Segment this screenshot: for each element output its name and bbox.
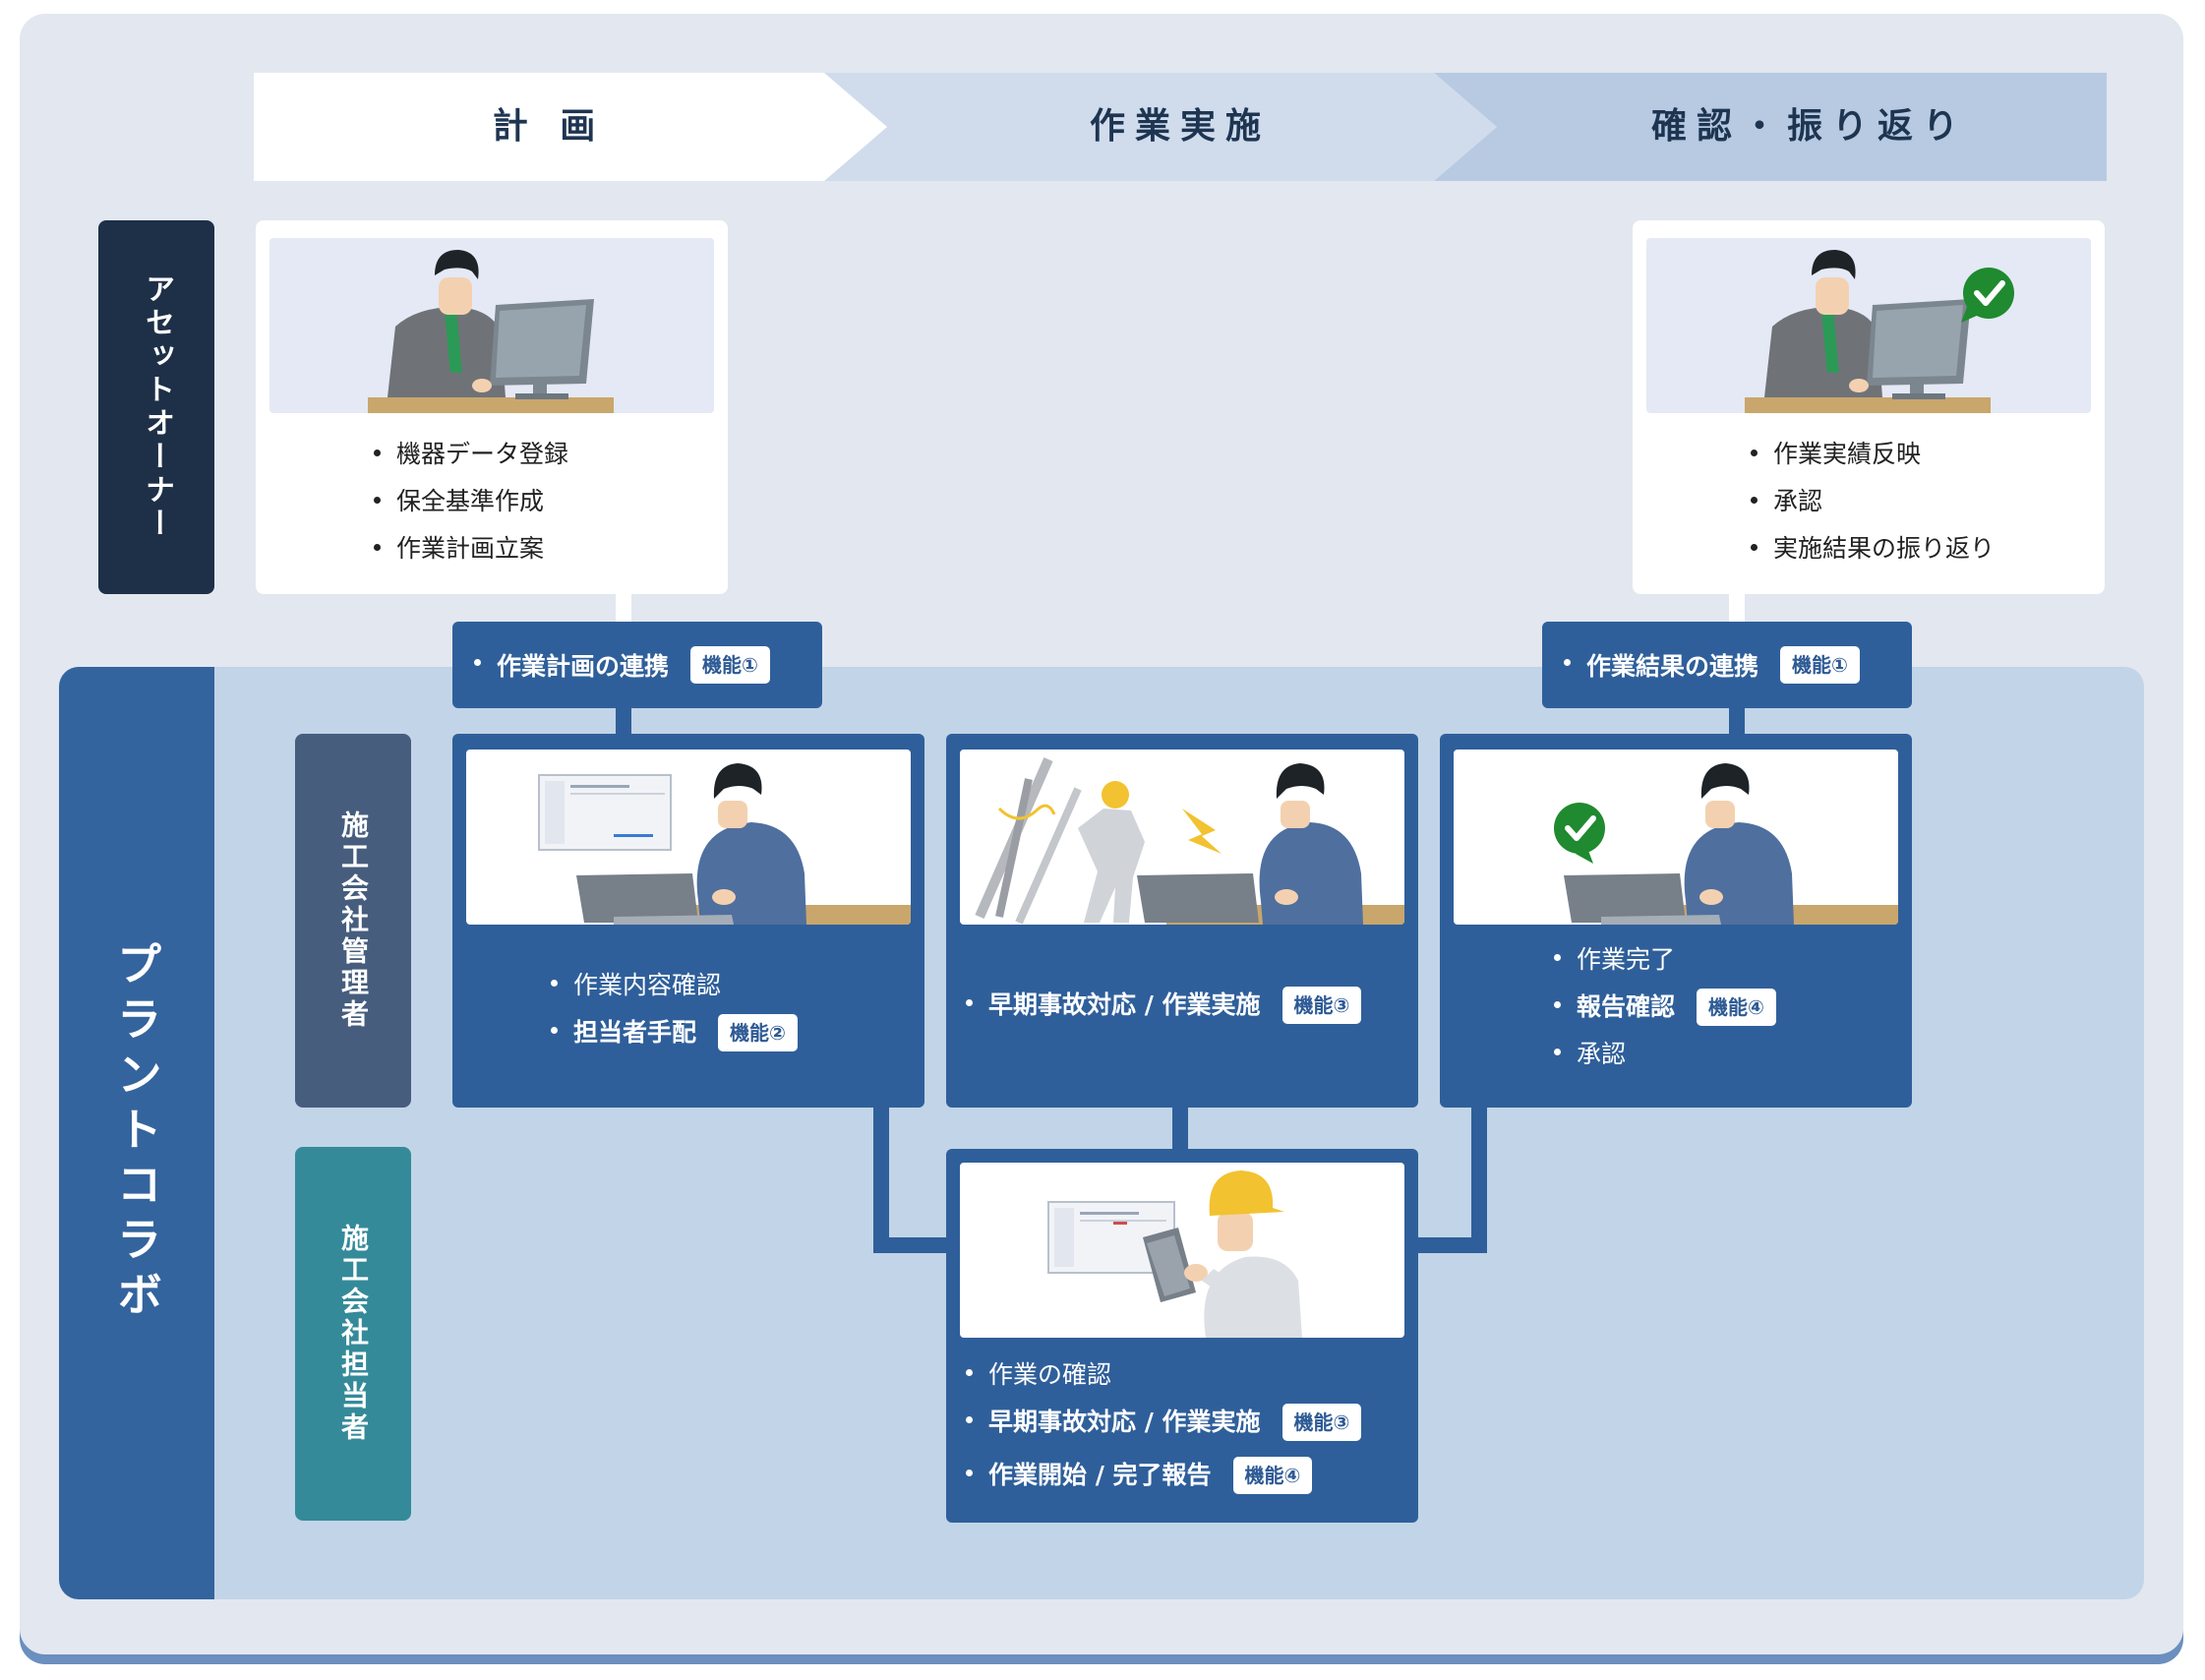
accident-alert-icon [975, 756, 1404, 925]
manager-exec-to-staff-line [1172, 1104, 1188, 1153]
manager-approval-icon [1554, 763, 1898, 925]
result-link-line-lower [1729, 704, 1745, 738]
manager-plan-badge-2: 機能② [718, 1014, 798, 1051]
manager-plan-to-staff-line-h [873, 1237, 948, 1253]
result-link-line [1729, 590, 1745, 624]
office-worker-icon [368, 250, 614, 413]
plan-link-badge: 機能① [690, 646, 770, 684]
owner-review-item-2: 承認 [1751, 478, 1822, 525]
owner-plan-item-1: 機器データ登録 [374, 431, 568, 478]
manager-exec-item-1: 早期事故対応 / 作業実施 機能③ [966, 982, 1362, 1029]
asset-owner-review-card: 作業実績反映 承認 実施結果の振り返り [1633, 220, 2105, 594]
role-asset-owner: アセットオーナー [98, 220, 214, 594]
manager-exec-box: 早期事故対応 / 作業実施 機能③ [946, 734, 1418, 1108]
manager-plan-illustration [466, 750, 911, 925]
role-contractor-manager-label: 施工会社管理者 [337, 810, 370, 1031]
staff-exec-badge-3: 機能④ [1232, 1457, 1313, 1494]
phase-1-arrow [254, 73, 887, 181]
manager-exec-illustration [960, 750, 1404, 925]
manager-review-to-staff-line [1471, 1104, 1487, 1253]
owner-plan-item-3: 作業計画立案 [374, 525, 544, 572]
phase-execution-label: 作業実施 [1089, 106, 1271, 147]
manager-plan-item-1: 作業内容確認 [551, 962, 721, 1009]
result-link-badge: 機能① [1780, 646, 1860, 684]
check-icon [1961, 268, 2014, 323]
plan-link-box: 作業計画の連携 機能① [452, 622, 822, 708]
result-link-box: 作業結果の連携 機能① [1542, 622, 1912, 708]
role-plant-collabo: プラントコラボ [59, 667, 214, 1599]
staff-exec-badge-2: 機能③ [1281, 1404, 1362, 1441]
owner-approval-illustration [1646, 238, 2091, 413]
office-worker-icon [1745, 250, 2014, 413]
phase-review-label: 確認・振り返り [1650, 106, 1968, 147]
manager-review-to-staff-line-h [1412, 1237, 1487, 1253]
manager-plan-box: 作業内容確認 担当者手配 機能② [452, 734, 924, 1108]
hard-hat-icon [1209, 1170, 1284, 1216]
manager-review-item-1: 作業完了 [1554, 936, 1675, 984]
role-asset-owner-label: アセットオーナー [140, 273, 174, 541]
manager-review-badge-2: 機能④ [1697, 989, 1776, 1026]
check-icon [1554, 803, 1605, 864]
plan-link-label: 作業計画の連携 [497, 652, 670, 681]
manager-exec-badge-1: 機能③ [1281, 987, 1362, 1024]
staff-tablet-icon [1047, 1170, 1302, 1338]
manager-review-item-3: 承認 [1554, 1031, 1626, 1078]
phase-2-arrow [824, 73, 1497, 181]
result-link-label: 作業結果の連携 [1586, 652, 1759, 681]
manager-plan-item-2: 担当者手配 機能② [551, 1009, 798, 1056]
phase-3-arrow [1434, 73, 2107, 181]
role-contractor-staff-label: 施工会社担当者 [337, 1224, 370, 1444]
asset-owner-plan-card: 機器データ登録 保全基準作成 作業計画立案 [256, 220, 728, 594]
staff-exec-item-2: 早期事故対応 / 作業実施 機能③ [966, 1399, 1362, 1446]
owner-review-item-3: 実施結果の振り返り [1751, 525, 1995, 572]
manager-review-box: 作業完了 報告確認 機能④ 承認 [1440, 734, 1912, 1108]
role-contractor-manager: 施工会社管理者 [295, 734, 411, 1108]
role-contractor-staff: 施工会社担当者 [295, 1147, 411, 1521]
phase-plan-label: 計 画 [492, 106, 606, 147]
manager-review-illustration [1454, 750, 1898, 925]
staff-exec-item-1: 作業の確認 [966, 1351, 1111, 1399]
manager-laptop-icon [538, 763, 911, 925]
lightning-icon [1182, 809, 1222, 854]
staff-exec-item-3: 作業開始 / 完了報告 機能④ [966, 1452, 1313, 1499]
manager-review-item-2: 報告確認 機能④ [1554, 984, 1776, 1031]
plan-link-line [616, 590, 631, 624]
role-plant-collabo-label: プラントコラボ [110, 940, 163, 1326]
manager-plan-to-staff-line [873, 1104, 889, 1253]
owner-plan-item-2: 保全基準作成 [374, 478, 544, 525]
staff-exec-illustration [960, 1163, 1404, 1338]
plan-link-line-lower [616, 704, 631, 738]
staff-exec-box: 作業の確認 早期事故対応 / 作業実施 機能③ 作業開始 / 完了報告 機能④ [946, 1149, 1418, 1523]
owner-desk-illustration [269, 238, 714, 413]
phase-arrow-band [254, 73, 2107, 181]
owner-review-item-1: 作業実績反映 [1751, 431, 1921, 478]
